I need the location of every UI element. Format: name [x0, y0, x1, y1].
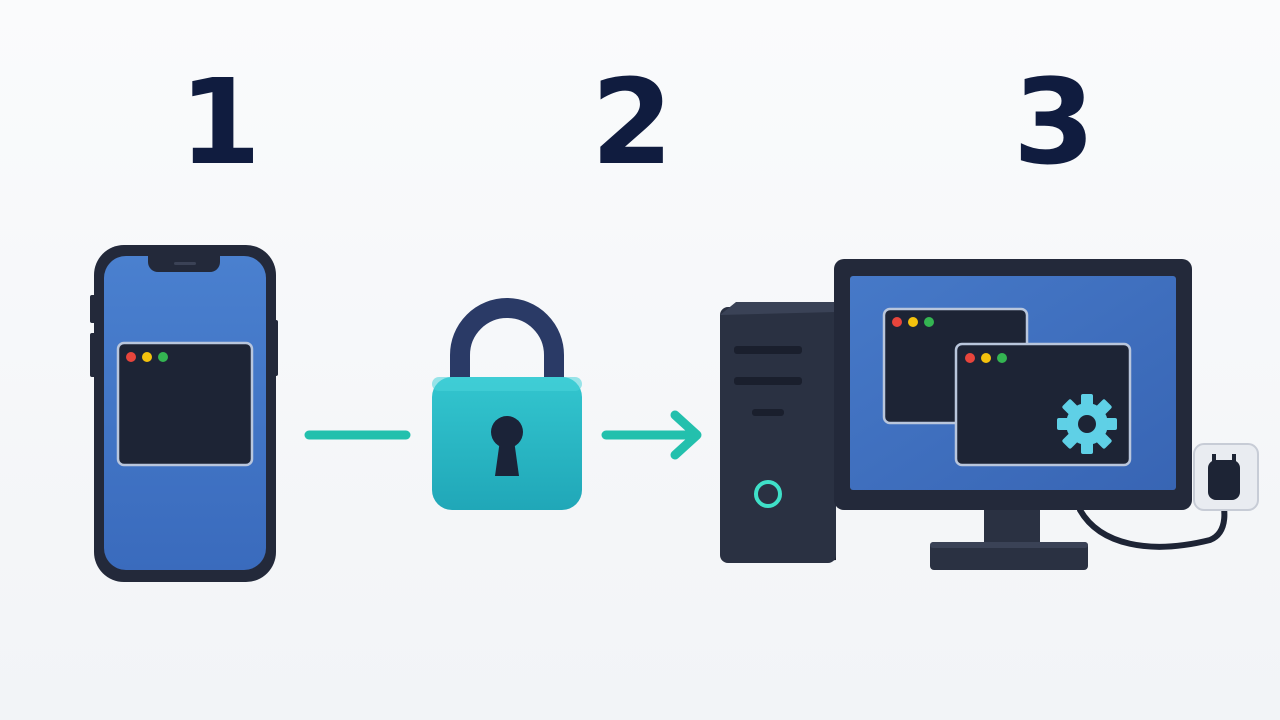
padlock-icon	[432, 298, 582, 510]
desktop-computer-icon	[720, 259, 1259, 570]
monitor-window-front	[954, 342, 1132, 467]
phone-app-window	[116, 341, 254, 467]
monitor	[834, 259, 1192, 510]
gear-icon	[1057, 394, 1117, 454]
power-plug-icon	[1077, 443, 1259, 550]
arrow-right-icon	[601, 410, 702, 460]
step-3-number: 3	[1012, 53, 1096, 191]
step-2-number: 2	[590, 53, 674, 191]
step-1-number: 1	[178, 53, 262, 191]
smartphone-icon	[90, 245, 278, 582]
computer-tower	[720, 302, 836, 563]
